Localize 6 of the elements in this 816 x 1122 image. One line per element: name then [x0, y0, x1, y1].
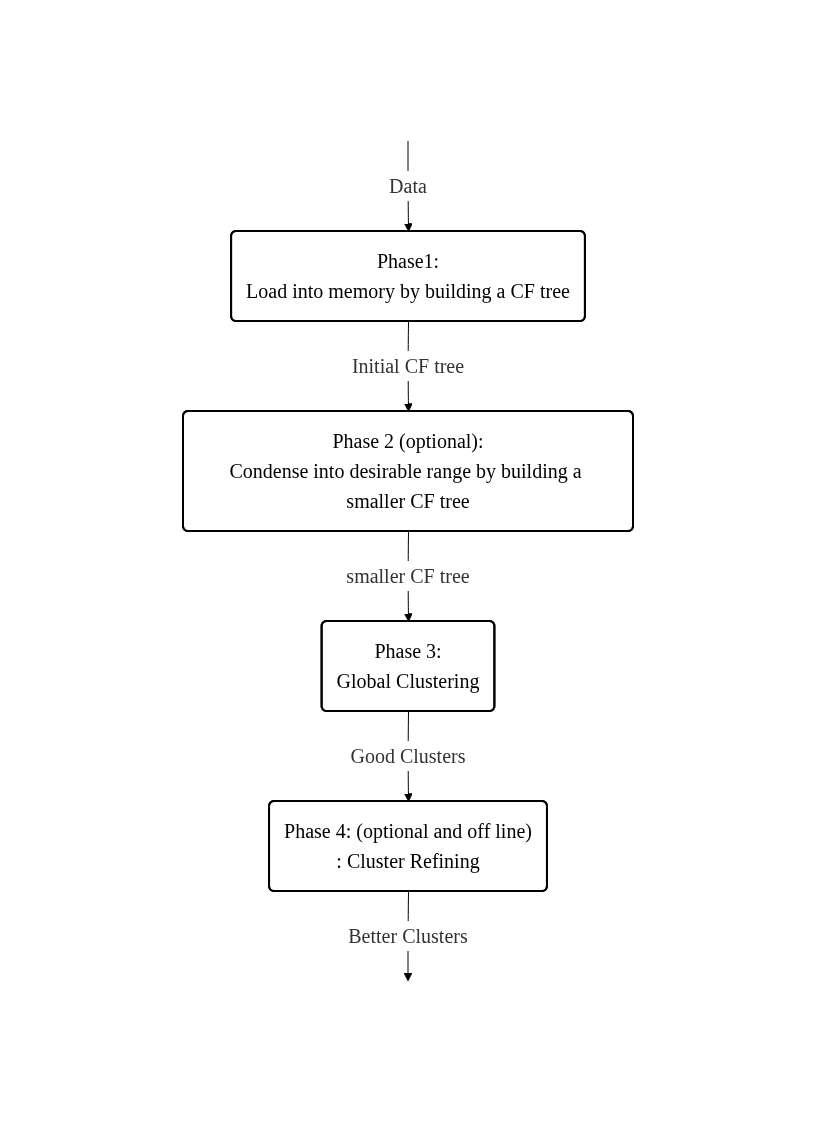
edge-label: Good Clusters — [350, 745, 466, 767]
edge-label: Data — [389, 175, 427, 197]
node-text: Phase 2 (optional): Condense into desirable range by building a smaller CF tree — [229, 430, 582, 512]
edge-label: smaller CF tree — [346, 565, 470, 587]
edge-label: Initial CF tree — [351, 355, 465, 377]
edge-label: Better Clusters — [348, 925, 468, 947]
